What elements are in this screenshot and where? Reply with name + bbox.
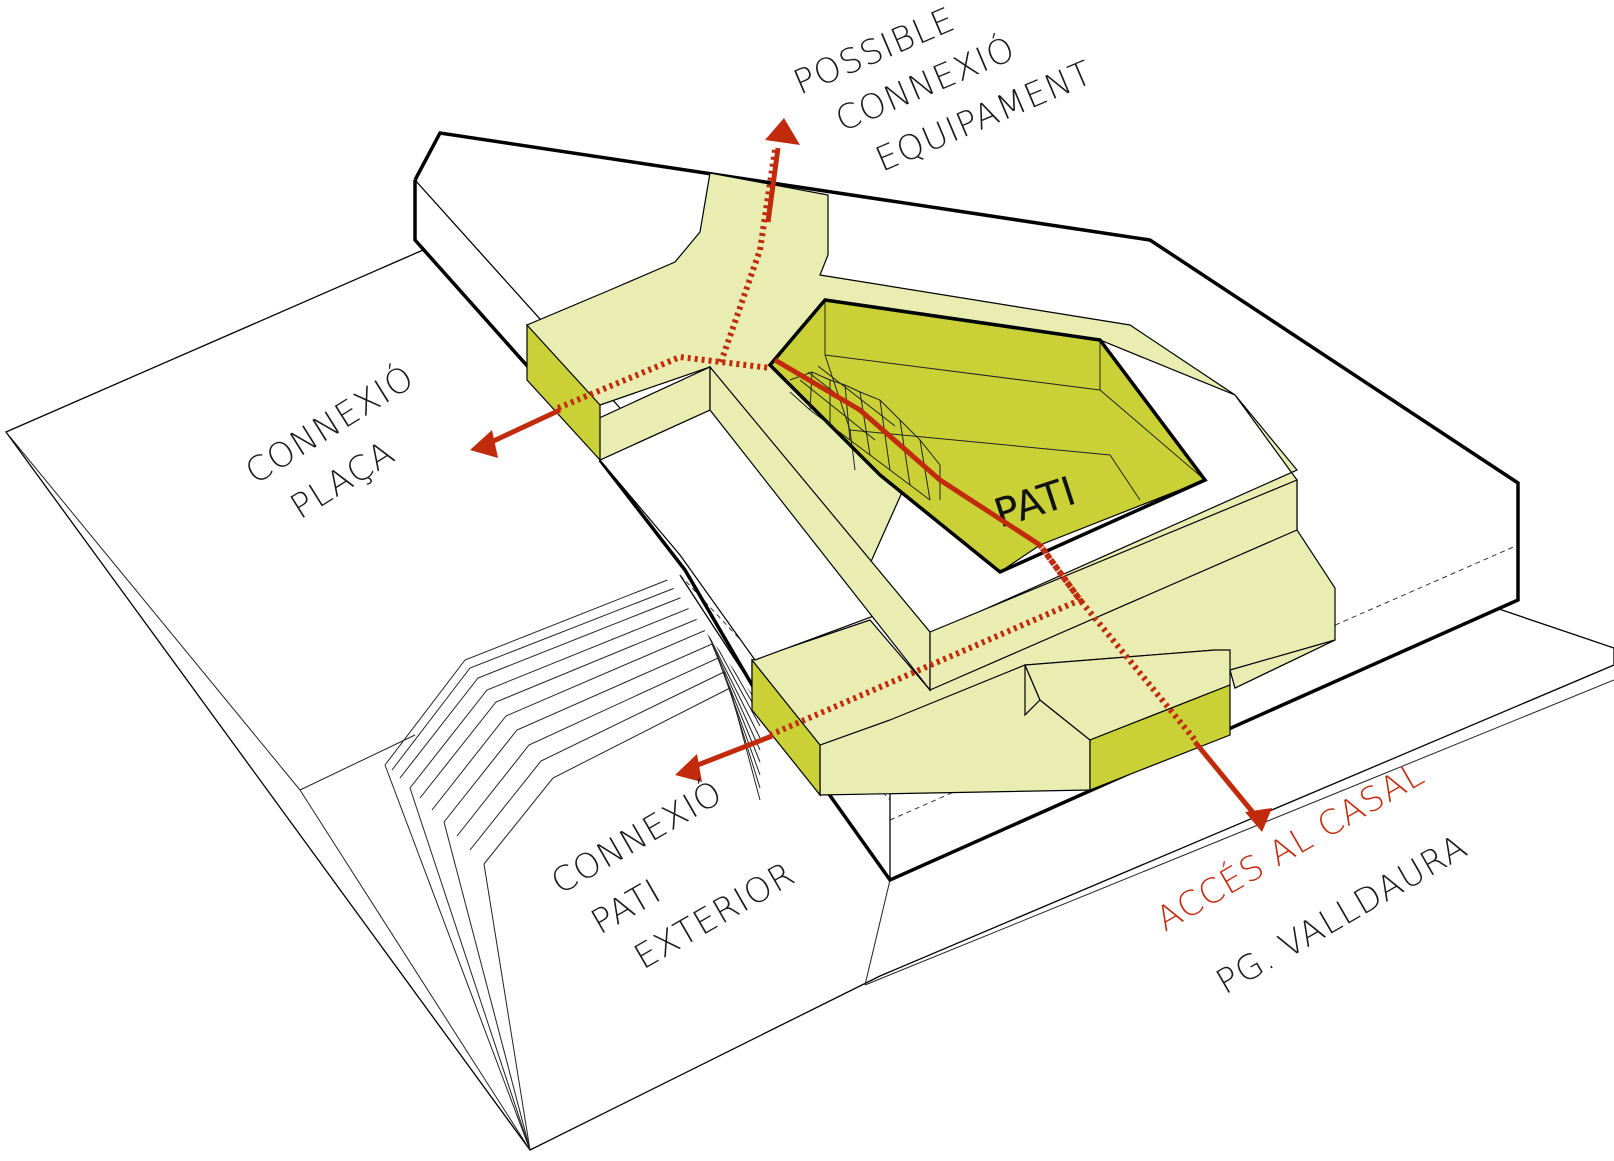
programme-volume: [526, 172, 1336, 797]
route-south-dotted: [768, 543, 1085, 738]
route-main-solid: [773, 357, 1042, 548]
arrow-access: [1245, 808, 1272, 832]
label-acces-casal: ACCÉS AL CASAL: [1149, 753, 1431, 940]
circulation-routes: [470, 118, 1272, 832]
route-north-dotted: [717, 149, 778, 366]
volume-south-face: [751, 658, 821, 797]
route-east-dotted: [1037, 543, 1198, 742]
label-connexio-placa: CONNEXIÓ PLAÇA: [238, 357, 422, 528]
arrow-north: [765, 118, 800, 145]
pati-courtyard: PATI: [767, 298, 1208, 575]
stepped-ramp: [384, 574, 761, 1151]
arrow-south: [675, 754, 702, 782]
route-west-dotted: [556, 353, 771, 411]
label-connexio-pati-exterior: CONNEXIÓ PATI EXTERIOR: [544, 772, 802, 978]
volume-east-face: [1089, 684, 1231, 791]
svg-text:EXTERIOR: EXTERIOR: [628, 854, 803, 978]
label-possible-connexio: POSSIBLE CONNEXIÓ EQUIPAMENT: [788, 0, 1099, 180]
volume-west-face: [526, 323, 601, 462]
arrow-west: [470, 430, 498, 458]
